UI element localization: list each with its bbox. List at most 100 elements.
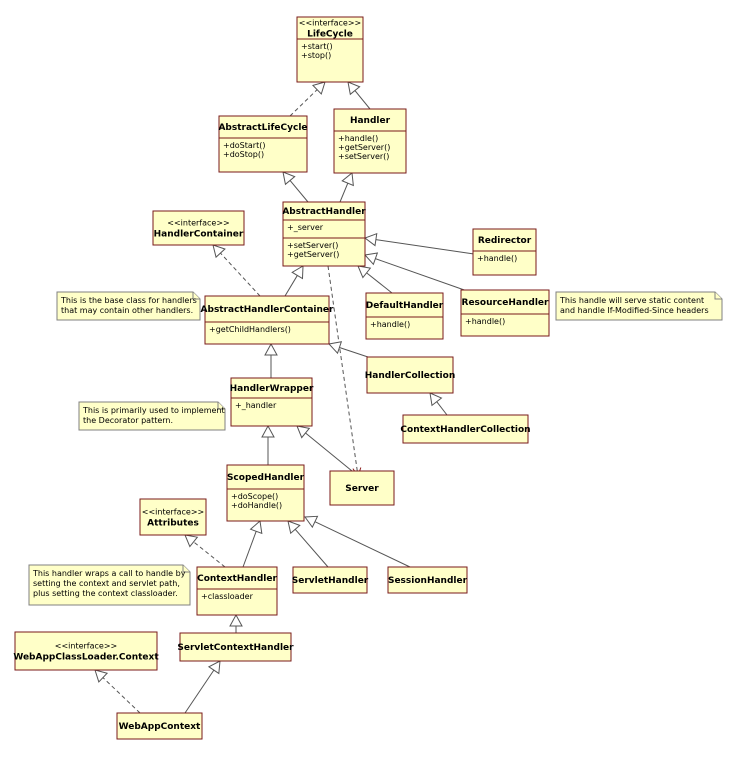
edge-scoped-handler-extends-handler-wrapper — [261, 424, 275, 465]
class-attributes[interactable]: <<interface>>Attributes — [139, 498, 207, 536]
class-server[interactable]: Server — [329, 470, 395, 506]
edge-context-handler-realizes-attributes — [184, 534, 226, 568]
method: +setServer() — [338, 152, 389, 161]
edge-default-handler-extends-abstract-handler — [357, 265, 393, 294]
inheritance-arrowhead — [291, 265, 304, 280]
method: +doScope() — [231, 492, 278, 501]
note-text: This is primarily used to implement — [82, 406, 225, 415]
edge-redirector-extends-abstract-handler — [363, 232, 475, 255]
note-fold — [192, 292, 200, 300]
class-box — [226, 464, 305, 522]
stereotype-label: <<interface>> — [55, 642, 118, 651]
edge-webapp-context-realizes-webapp-classloader-context — [94, 669, 141, 714]
inheritance-arrowhead — [429, 392, 443, 407]
class-box — [152, 210, 245, 246]
class-box — [402, 414, 529, 444]
inheritance-arrowhead — [304, 515, 319, 529]
method: +doHandle() — [231, 501, 282, 510]
class-resource-handler[interactable]: ResourceHandler +handle() — [460, 289, 550, 337]
class-name: DefaultHandler — [366, 301, 444, 311]
class-handler-wrapper[interactable]: HandlerWrapper+_handler — [230, 377, 314, 427]
edge-line — [366, 272, 393, 294]
class-name: ServletContextHandler — [177, 643, 294, 653]
method: +handle() — [465, 317, 505, 326]
edge-context-handler-extends-scoped-handler — [242, 520, 263, 568]
inheritance-arrowhead — [282, 171, 296, 186]
inheritance-arrowhead — [347, 81, 361, 96]
class-name: WebAppContext — [119, 722, 201, 732]
note-base-class: This is the base class for handlersthat … — [56, 291, 201, 321]
class-name: Redirector — [478, 236, 532, 246]
class-handler[interactable]: Handler+handle()+getServer()+setServer() — [333, 108, 407, 174]
class-handler-collection[interactable]: HandlerCollection — [365, 356, 455, 394]
method: +getServer() — [338, 143, 390, 152]
inheritance-arrowhead — [229, 613, 243, 627]
note-shape — [555, 291, 723, 321]
edge-servlet-handler-extends-scoped-handler — [287, 520, 329, 568]
edge-line — [354, 90, 371, 110]
class-box — [218, 115, 308, 173]
class-name: AbstractHandlerContainer — [201, 305, 334, 315]
class-handler-container[interactable]: <<interface>>HandlerContainer — [152, 210, 245, 246]
class-servlet-handler[interactable]: ServletHandler — [292, 566, 369, 594]
class-name: SessionHandler — [388, 576, 468, 586]
inheritance-arrowhead — [363, 232, 378, 247]
class-abstract-handler[interactable]: AbstractHandler+_server+setServer()+getS… — [282, 201, 366, 267]
class-default-handler[interactable]: DefaultHandler+handle() — [365, 292, 444, 340]
edge-handler-wrapper-extends-abstract-handler-container — [264, 342, 278, 378]
edge-resource-handler-extends-abstract-handler — [364, 252, 471, 293]
edge-abstract-handler-implements-handler — [339, 172, 354, 203]
class-name: ResourceHandler — [462, 298, 550, 308]
class-abstract-handler-container[interactable]: AbstractHandlerContainer +getChildHandler… — [201, 295, 334, 345]
class-box — [196, 566, 278, 616]
class-abstract-lifecycle[interactable]: AbstractLifeCycle+doStart()+doStop() — [218, 115, 308, 173]
inheritance-arrowhead — [184, 534, 199, 548]
method: +setServer() — [287, 241, 338, 250]
class-name: AbstractHandler — [282, 207, 366, 217]
note-fold — [182, 565, 190, 573]
note-fold — [217, 402, 225, 410]
inheritance-arrowhead — [207, 660, 221, 675]
class-context-handler[interactable]: ContextHandler+classloader — [196, 566, 278, 616]
edge-line — [327, 265, 359, 477]
edge-session-handler-extends-scoped-handler — [304, 515, 411, 568]
method: +stop() — [301, 51, 331, 60]
class-lifecycle[interactable]: <<interface>>LifeCycle+start()+stop() — [296, 16, 364, 83]
class-box — [204, 295, 330, 345]
class-name: AbstractLifeCycle — [218, 123, 307, 133]
class-box — [116, 712, 203, 740]
inheritance-arrowhead — [328, 341, 343, 355]
class-redirector[interactable]: Redirector+handle() — [472, 228, 537, 276]
class-name: ContextHandlerCollection — [400, 425, 530, 435]
class-name: HandlerCollection — [365, 371, 455, 381]
note-static-content: This handle will serve static contentand… — [555, 291, 723, 321]
edge-line — [193, 541, 226, 568]
class-servlet-context-handler[interactable]: ServletContextHandler — [177, 632, 294, 662]
class-webapp-classloader-context[interactable]: <<interface>>WebAppClassLoader.Context — [13, 631, 159, 671]
note-context-wrap: This handler wraps a call to handle byse… — [28, 564, 191, 606]
edge-handler-extends-lifecycle — [347, 81, 371, 110]
inheritance-arrowhead — [341, 172, 354, 187]
class-box — [296, 16, 364, 83]
inheritance-arrowhead — [296, 425, 311, 439]
class-scoped-handler[interactable]: ScopedHandler+doScope()+doHandle() — [226, 464, 305, 522]
edge-server-extends-handler-wrapper — [296, 425, 353, 472]
method: +getChildHandlers() — [209, 325, 291, 334]
inheritance-arrowhead — [357, 265, 372, 279]
edge-abstract-handler-uses-server — [327, 265, 362, 478]
method: +getServer() — [287, 250, 339, 259]
class-session-handler[interactable]: SessionHandler — [387, 566, 468, 594]
field: +classloader — [201, 592, 254, 601]
note-shape — [28, 564, 191, 606]
class-context-handler-collection[interactable]: ContextHandlerCollection — [400, 414, 531, 444]
class-webapp-context[interactable]: WebAppContext — [116, 712, 203, 740]
stereotype-label: <<interface>> — [299, 19, 362, 28]
method: +handle() — [338, 134, 378, 143]
class-box — [230, 377, 313, 427]
class-name: ServletHandler — [292, 576, 369, 586]
method: +doStart() — [223, 141, 265, 150]
note-text: This is the base class for handlers — [60, 296, 197, 305]
edge-line — [436, 401, 448, 416]
inheritance-arrowhead — [249, 520, 263, 535]
